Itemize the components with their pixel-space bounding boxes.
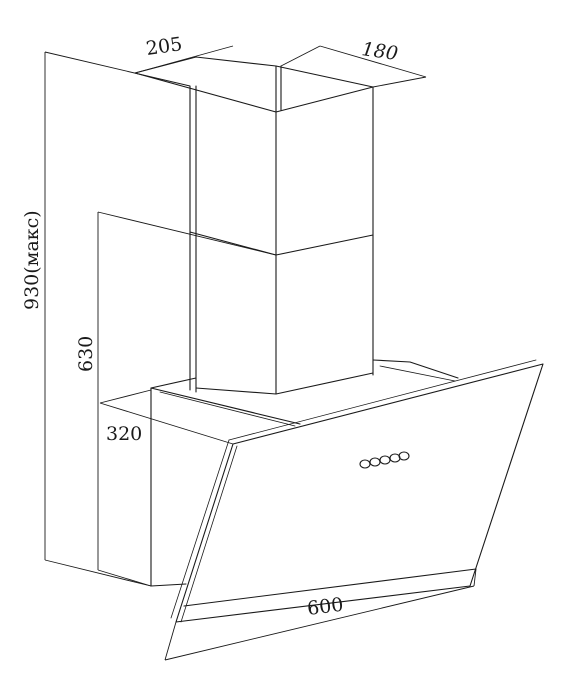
label-hood-depth: 320 <box>106 423 142 445</box>
dim-180-ext-left <box>280 45 321 67</box>
dimension-lines <box>44 45 477 661</box>
control-button-1[interactable] <box>359 459 371 469</box>
glass-panel-inner-left <box>170 439 230 619</box>
chimney-bottom-right <box>275 372 374 395</box>
glass-panel-left-thickness <box>180 445 238 623</box>
label-chimney-width: 205 <box>145 33 184 60</box>
hood-top-inner-edge <box>159 391 296 427</box>
chimney-joint-right <box>275 234 374 256</box>
control-button-2[interactable] <box>369 457 381 467</box>
hood-top-left-edge <box>150 387 301 425</box>
label-chimney-depth: 180 <box>360 38 399 65</box>
dim-180-line <box>319 45 427 78</box>
dim-600-left-ext <box>164 621 177 661</box>
control-button-4[interactable] <box>389 453 401 463</box>
hood-top-back-edge <box>150 377 197 389</box>
hood-top-inner-edge-2 <box>379 365 456 382</box>
control-button-5[interactable] <box>398 451 410 461</box>
dim-320-top-ext <box>99 389 152 404</box>
dim-205-line <box>134 48 223 74</box>
dim-630-bottom-ext <box>97 569 152 587</box>
dim-600-line <box>164 585 475 661</box>
control-panel <box>359 451 410 469</box>
glass-panel-inner-top <box>228 359 537 441</box>
label-min-height: 630 <box>75 336 97 372</box>
chimney <box>134 56 374 395</box>
chimney-bottom-left <box>195 387 277 395</box>
glass-panel-bottom-strip <box>183 568 477 607</box>
dim-930-bottom-ext <box>44 559 152 587</box>
label-hood-width: 600 <box>306 594 345 620</box>
label-max-height: 930(макс) <box>21 210 43 310</box>
hood-side-bottom-edge <box>150 583 187 587</box>
hood-top-right-edge <box>372 359 459 379</box>
dim-180-ext-right <box>372 76 427 88</box>
hood-body <box>150 359 459 587</box>
dim-320-line <box>99 402 234 445</box>
dim-930-top-ext <box>44 51 191 87</box>
glass-panel-outline <box>175 363 544 623</box>
glass-panel <box>170 359 544 623</box>
control-button-3[interactable] <box>379 455 391 465</box>
dim-205-ext <box>221 45 234 50</box>
dim-630-top-ext <box>97 211 277 256</box>
dim-600-right-ext <box>473 568 477 587</box>
dimension-labels: 205 180 930(макс) 630 320 600 <box>21 33 399 620</box>
